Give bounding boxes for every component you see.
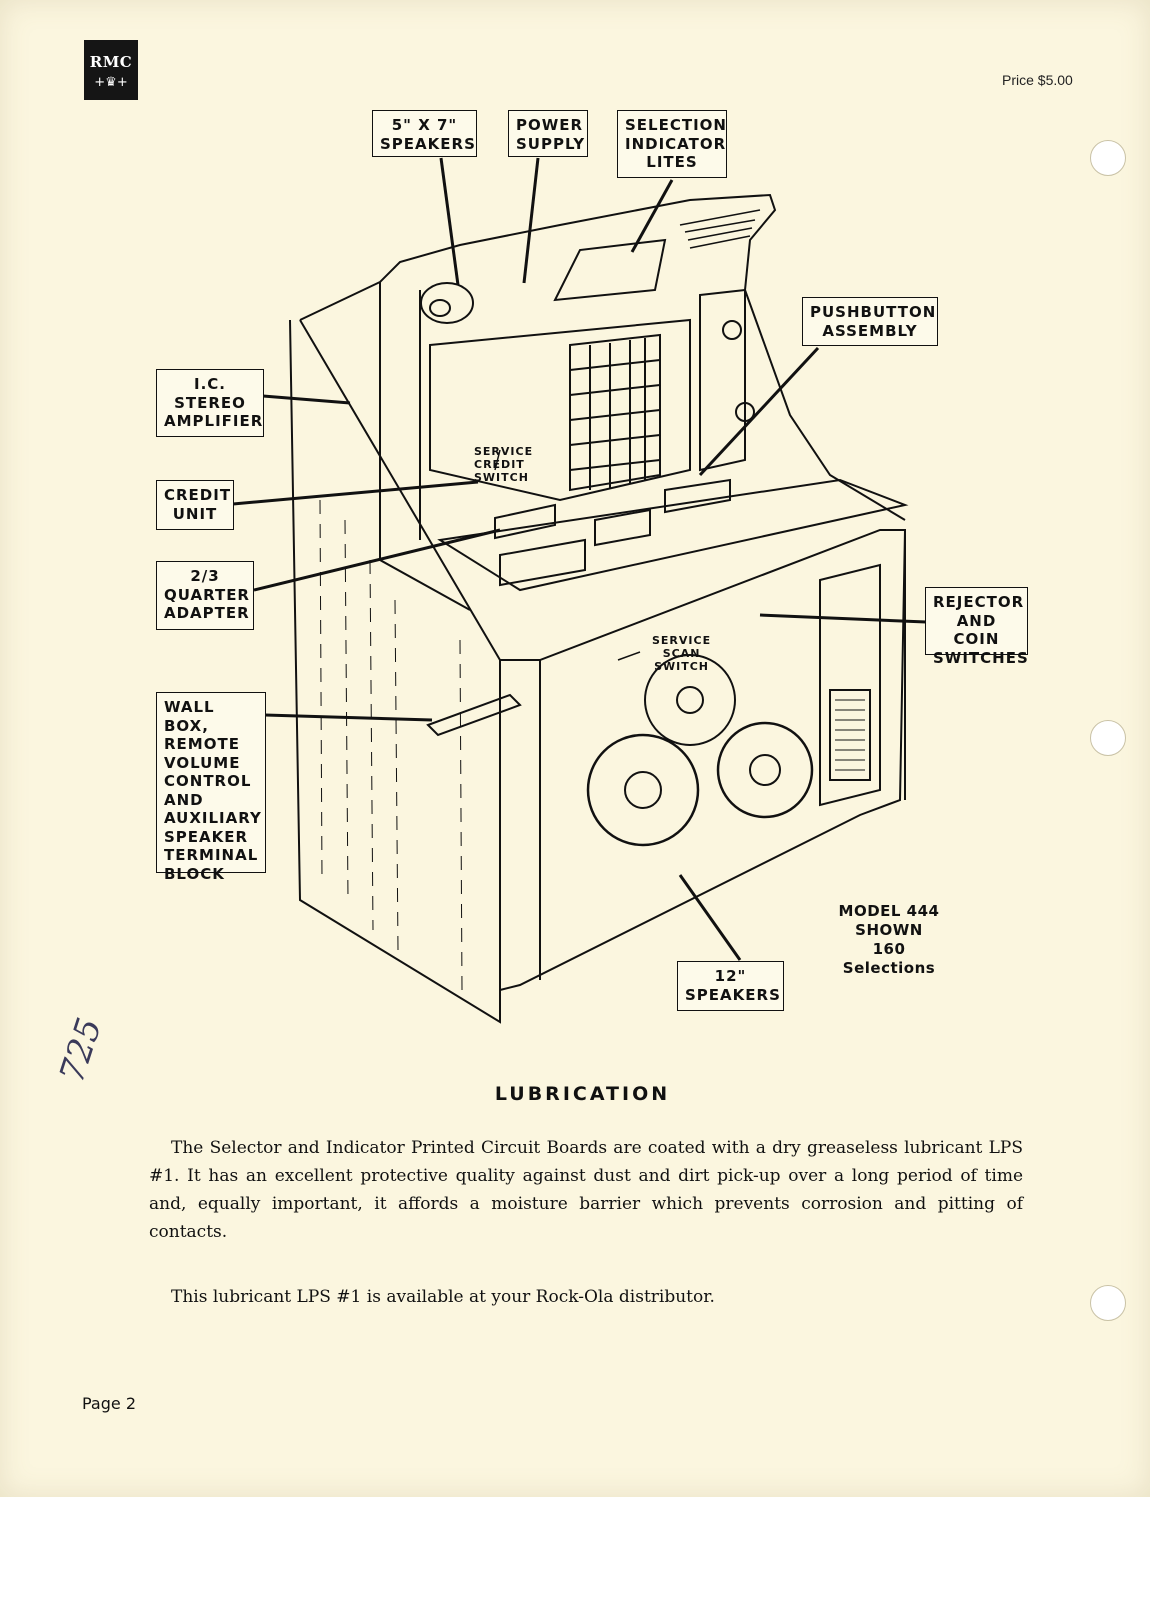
- label-service-credit-switch: SERVICE CREDIT SWITCH: [474, 445, 534, 484]
- console-top: [379, 193, 906, 521]
- cabinet-left-panel: [299, 319, 501, 1022]
- pushbutton-strip: [499, 538, 586, 587]
- model-note-line1: MODEL 444: [838, 902, 940, 920]
- callout-5x7-speakers: 5" X 7" SPEAKERS: [372, 110, 477, 157]
- binder-hole: [1090, 720, 1126, 756]
- jukebox-diagram: [232, 157, 927, 1024]
- model-note-line2: SHOWN: [855, 921, 923, 939]
- callout-power-supply: POWER SUPPLY: [508, 110, 588, 157]
- callout-credit-unit: CREDIT UNIT: [156, 480, 234, 530]
- crown-icon: +♛+: [94, 75, 128, 90]
- speaker-12-left: [586, 733, 700, 847]
- body-paragraph: This lubricant LPS #1 is available at yo…: [171, 1287, 715, 1307]
- body-paragraph: The Selector and Indicator Printed Circu…: [149, 1138, 1023, 1242]
- binder-hole: [1090, 1285, 1126, 1321]
- model-note-line3: 160 Selections: [842, 940, 936, 977]
- callout-selection-indicator-lites: SELECTION INDICATOR LITES: [617, 110, 727, 178]
- section-heading: LUBRICATION: [494, 1083, 671, 1105]
- callout-12-speakers: 12" SPEAKERS: [677, 961, 784, 1011]
- callout-wall-box: WALL BOX, REMOTE VOLUME CONTROL AND AUXI…: [156, 692, 266, 883]
- callout-quarter-adapter: 2/3 QUARTER ADAPTER: [156, 561, 254, 630]
- logo-text: RMC: [89, 53, 133, 71]
- callout-rejector-coin-switches: REJECTOR AND COIN SWITCHES: [925, 587, 1028, 667]
- rmc-logo: RMC +♛+: [84, 40, 138, 100]
- page-number: Page 2: [82, 1394, 136, 1413]
- binder-hole: [1090, 140, 1126, 176]
- model-note: MODEL 444 SHOWN 160 Selections: [834, 902, 944, 978]
- callout-ic-stereo-amplifier: I.C. STEREO AMPLIFIER: [156, 369, 264, 437]
- label-service-scan-switch: SERVICE SCAN SWITCH: [652, 634, 712, 673]
- price-label: Price $5.00: [1002, 72, 1073, 88]
- cabinet-front: [499, 529, 907, 991]
- callout-pushbutton-assembly: PUSHBUTTON ASSEMBLY: [802, 297, 938, 346]
- speaker-12-right: [716, 721, 814, 819]
- title-strip-holder: [553, 238, 667, 302]
